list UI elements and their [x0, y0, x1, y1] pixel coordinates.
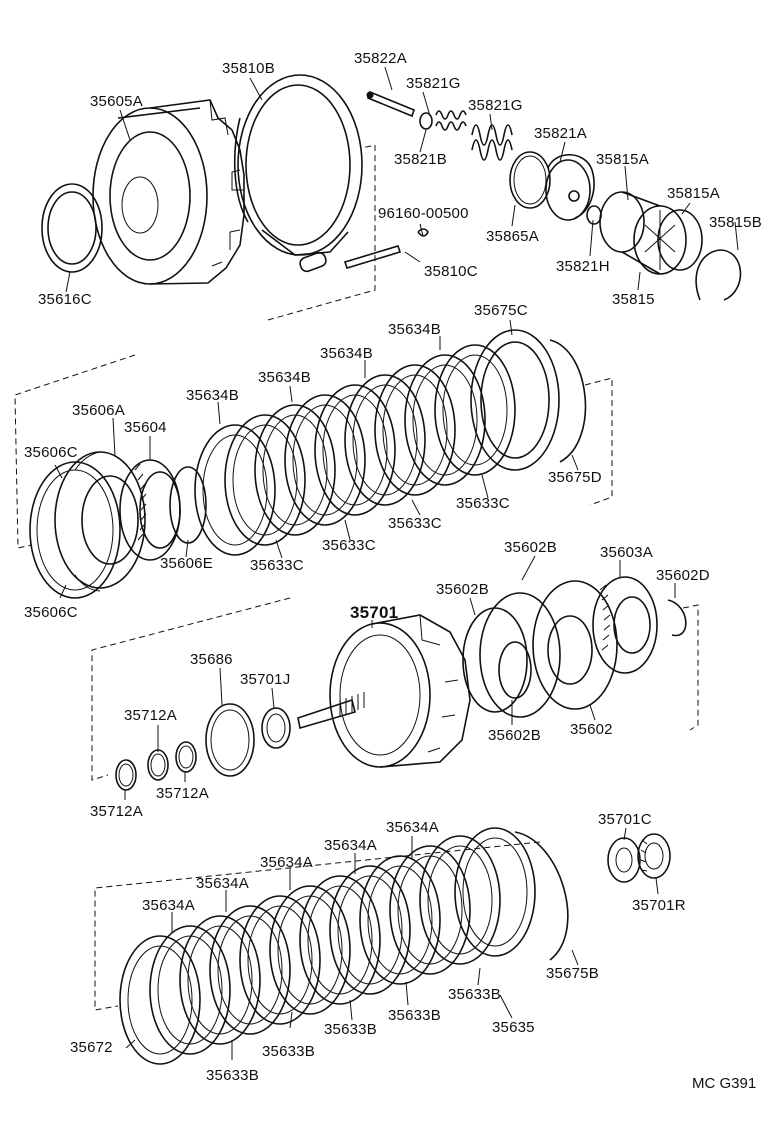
label-35821A[interactable]: 35821A: [534, 125, 587, 142]
label-35634A-1[interactable]: 35634A: [386, 819, 439, 836]
label-35675B[interactable]: 35675B: [546, 965, 599, 982]
washer-35616C: [41, 183, 103, 273]
flange-35675C: [470, 329, 560, 471]
label-35815B[interactable]: 35815B: [709, 214, 762, 231]
clutch-pack-AB: [119, 827, 536, 1065]
label-35606A[interactable]: 35606A: [72, 402, 125, 419]
seal-rings-35712A: [115, 741, 197, 791]
label-35634B-2[interactable]: 35634B: [320, 345, 373, 362]
piston-35815: [599, 191, 687, 275]
label-35810B[interactable]: 35810B: [222, 60, 275, 77]
label-35821G-1[interactable]: 35821G: [406, 75, 461, 92]
thrust-bearing-35701J: [261, 707, 291, 749]
label-35815A-1[interactable]: 35815A: [596, 151, 649, 168]
spring-35821G-large: [471, 124, 513, 161]
snap-ring-35675B: [514, 831, 569, 961]
label-35821H[interactable]: 35821H: [556, 258, 610, 275]
label-35633C-4[interactable]: 35633C: [456, 495, 510, 512]
brake-band-35810B: [234, 74, 363, 273]
snap-ring-35815B: [695, 249, 742, 301]
bearing-35701R: [637, 833, 671, 879]
diagram-reference-code: MC G391: [692, 1075, 757, 1092]
shaft-35701: [297, 692, 365, 730]
label-35603A[interactable]: 35603A: [600, 544, 653, 561]
spring-35815A: [657, 209, 703, 271]
label-35606C-2[interactable]: 35606C: [24, 604, 78, 621]
label-35602D[interactable]: 35602D: [656, 567, 710, 584]
label-35633C-3[interactable]: 35633C: [388, 515, 442, 532]
snap-ring-35675D: [549, 339, 587, 463]
label-35634B-3[interactable]: 35634B: [258, 369, 311, 386]
label-35616C[interactable]: 35616C: [38, 291, 92, 308]
label-35633C-1[interactable]: 35633C: [250, 557, 304, 574]
label-35821B[interactable]: 35821B: [394, 151, 447, 168]
piston-35821A: [545, 154, 595, 221]
seal-ring-35865A: [509, 151, 551, 209]
label-35633B-5[interactable]: 35633B: [206, 1067, 259, 1084]
label-35701[interactable]: 35701: [350, 603, 399, 622]
label-35821G-2[interactable]: 35821G: [468, 97, 523, 114]
label-35701C[interactable]: 35701C: [598, 811, 652, 828]
clutch-pack-C: [194, 344, 516, 556]
label-35635[interactable]: 35635: [492, 1019, 535, 1036]
label-35604[interactable]: 35604: [124, 419, 167, 436]
label-35633C-2[interactable]: 35633C: [322, 537, 376, 554]
label-35865A[interactable]: 35865A: [486, 228, 539, 245]
pin-35810C: [343, 245, 402, 269]
label-35675C[interactable]: 35675C: [474, 302, 528, 319]
label-35602[interactable]: 35602: [570, 721, 613, 738]
label-35634A-5[interactable]: 35634A: [142, 897, 195, 914]
snap-ring-35821H: [586, 205, 602, 225]
label-35810C[interactable]: 35810C: [424, 263, 478, 280]
label-35634A-2[interactable]: 35634A: [324, 837, 377, 854]
label-35633B-3[interactable]: 35633B: [324, 1021, 377, 1038]
label-35602B-1[interactable]: 35602B: [504, 539, 557, 556]
label-35672[interactable]: 35672: [70, 1039, 113, 1056]
label-35606C-1[interactable]: 35606C: [24, 444, 78, 461]
piston-35602: [532, 580, 618, 710]
label-35815[interactable]: 35815: [612, 291, 655, 308]
ring-35686: [205, 703, 255, 777]
label-35634B-1[interactable]: 35634B: [388, 321, 441, 338]
washer-35821B: [419, 112, 433, 130]
label-35634A-4[interactable]: 35634A: [196, 875, 249, 892]
seals-35602B: [462, 592, 561, 718]
label-35701R[interactable]: 35701R: [632, 897, 686, 914]
label-35822A[interactable]: 35822A: [354, 50, 407, 67]
spring-35821G-small: [435, 110, 467, 131]
label-96160-00500[interactable]: 96160-00500: [378, 205, 469, 222]
label-35633B-1[interactable]: 35633B: [448, 986, 501, 1003]
label-35634A-3[interactable]: 35634A: [260, 854, 313, 871]
label-35712A-1[interactable]: 35712A: [124, 707, 177, 724]
label-35686[interactable]: 35686: [190, 651, 233, 668]
label-35712A-2[interactable]: 35712A: [156, 785, 209, 802]
label-35633B-2[interactable]: 35633B: [388, 1007, 441, 1024]
assembly-boundary-lines: [14, 144, 699, 1011]
label-35602B-2[interactable]: 35602B: [436, 581, 489, 598]
label-35605A[interactable]: 35605A: [90, 93, 143, 110]
label-35606E[interactable]: 35606E: [160, 555, 213, 572]
piston-35606A: [54, 451, 146, 592]
leader-lines: [54, 66, 739, 1060]
retainer-35603A: [592, 576, 658, 674]
label-35815A-2[interactable]: 35815A: [667, 185, 720, 202]
snap-ring-35602D: [667, 599, 687, 637]
label-35701J[interactable]: 35701J: [240, 671, 291, 688]
label-35634B-4[interactable]: 35634B: [186, 387, 239, 404]
drum-35701: [329, 614, 471, 768]
rod-35822A: [366, 90, 415, 118]
label-35633B-4[interactable]: 35633B: [262, 1043, 315, 1060]
label-35712A-3[interactable]: 35712A: [90, 803, 143, 820]
label-35675D[interactable]: 35675D: [548, 469, 602, 486]
label-35602B-3[interactable]: 35602B: [488, 727, 541, 744]
